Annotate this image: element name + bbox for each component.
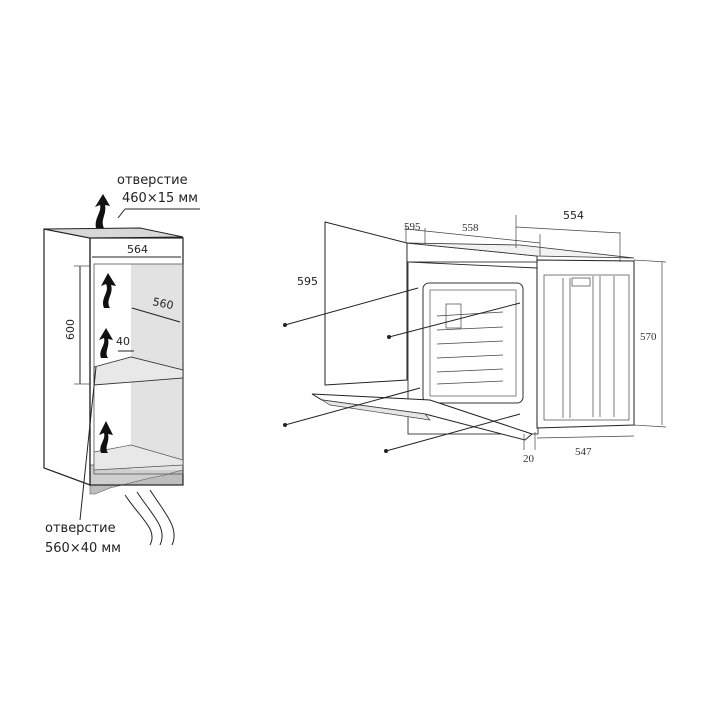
top-opening-label: отверстие bbox=[117, 173, 188, 188]
cabinet-drawing bbox=[43, 194, 200, 546]
oven-drawing bbox=[283, 215, 667, 453]
cabinet-depth-dim: 560 bbox=[151, 295, 174, 312]
cabinet-width-dim: 564 bbox=[127, 243, 148, 256]
bottom-opening-size: 560×40 мм bbox=[45, 541, 121, 556]
oven-door-offset-dim: 20 bbox=[523, 453, 535, 465]
oven-front-thickness-dim: 595 bbox=[404, 221, 421, 233]
cabinet-side-panel bbox=[43, 228, 91, 486]
oven-body-depth-dim: 558 bbox=[462, 222, 479, 234]
oven-bottom-width-dim: 547 bbox=[575, 446, 592, 458]
bottom-opening-label: отверстие bbox=[45, 521, 116, 536]
oven-body-height-dim: 570 bbox=[640, 331, 657, 343]
oven-front-height-dim: 595 bbox=[297, 275, 318, 288]
oven-top-width-dim: 554 bbox=[563, 209, 584, 222]
intake-arrows-icon bbox=[124, 489, 175, 546]
top-opening-size: 460×15 мм bbox=[122, 191, 198, 206]
cabinet-gap-dim: 40 bbox=[116, 335, 130, 348]
cabinet-height-dim: 600 bbox=[64, 319, 77, 340]
airflow-arrows-icon bbox=[95, 194, 116, 453]
